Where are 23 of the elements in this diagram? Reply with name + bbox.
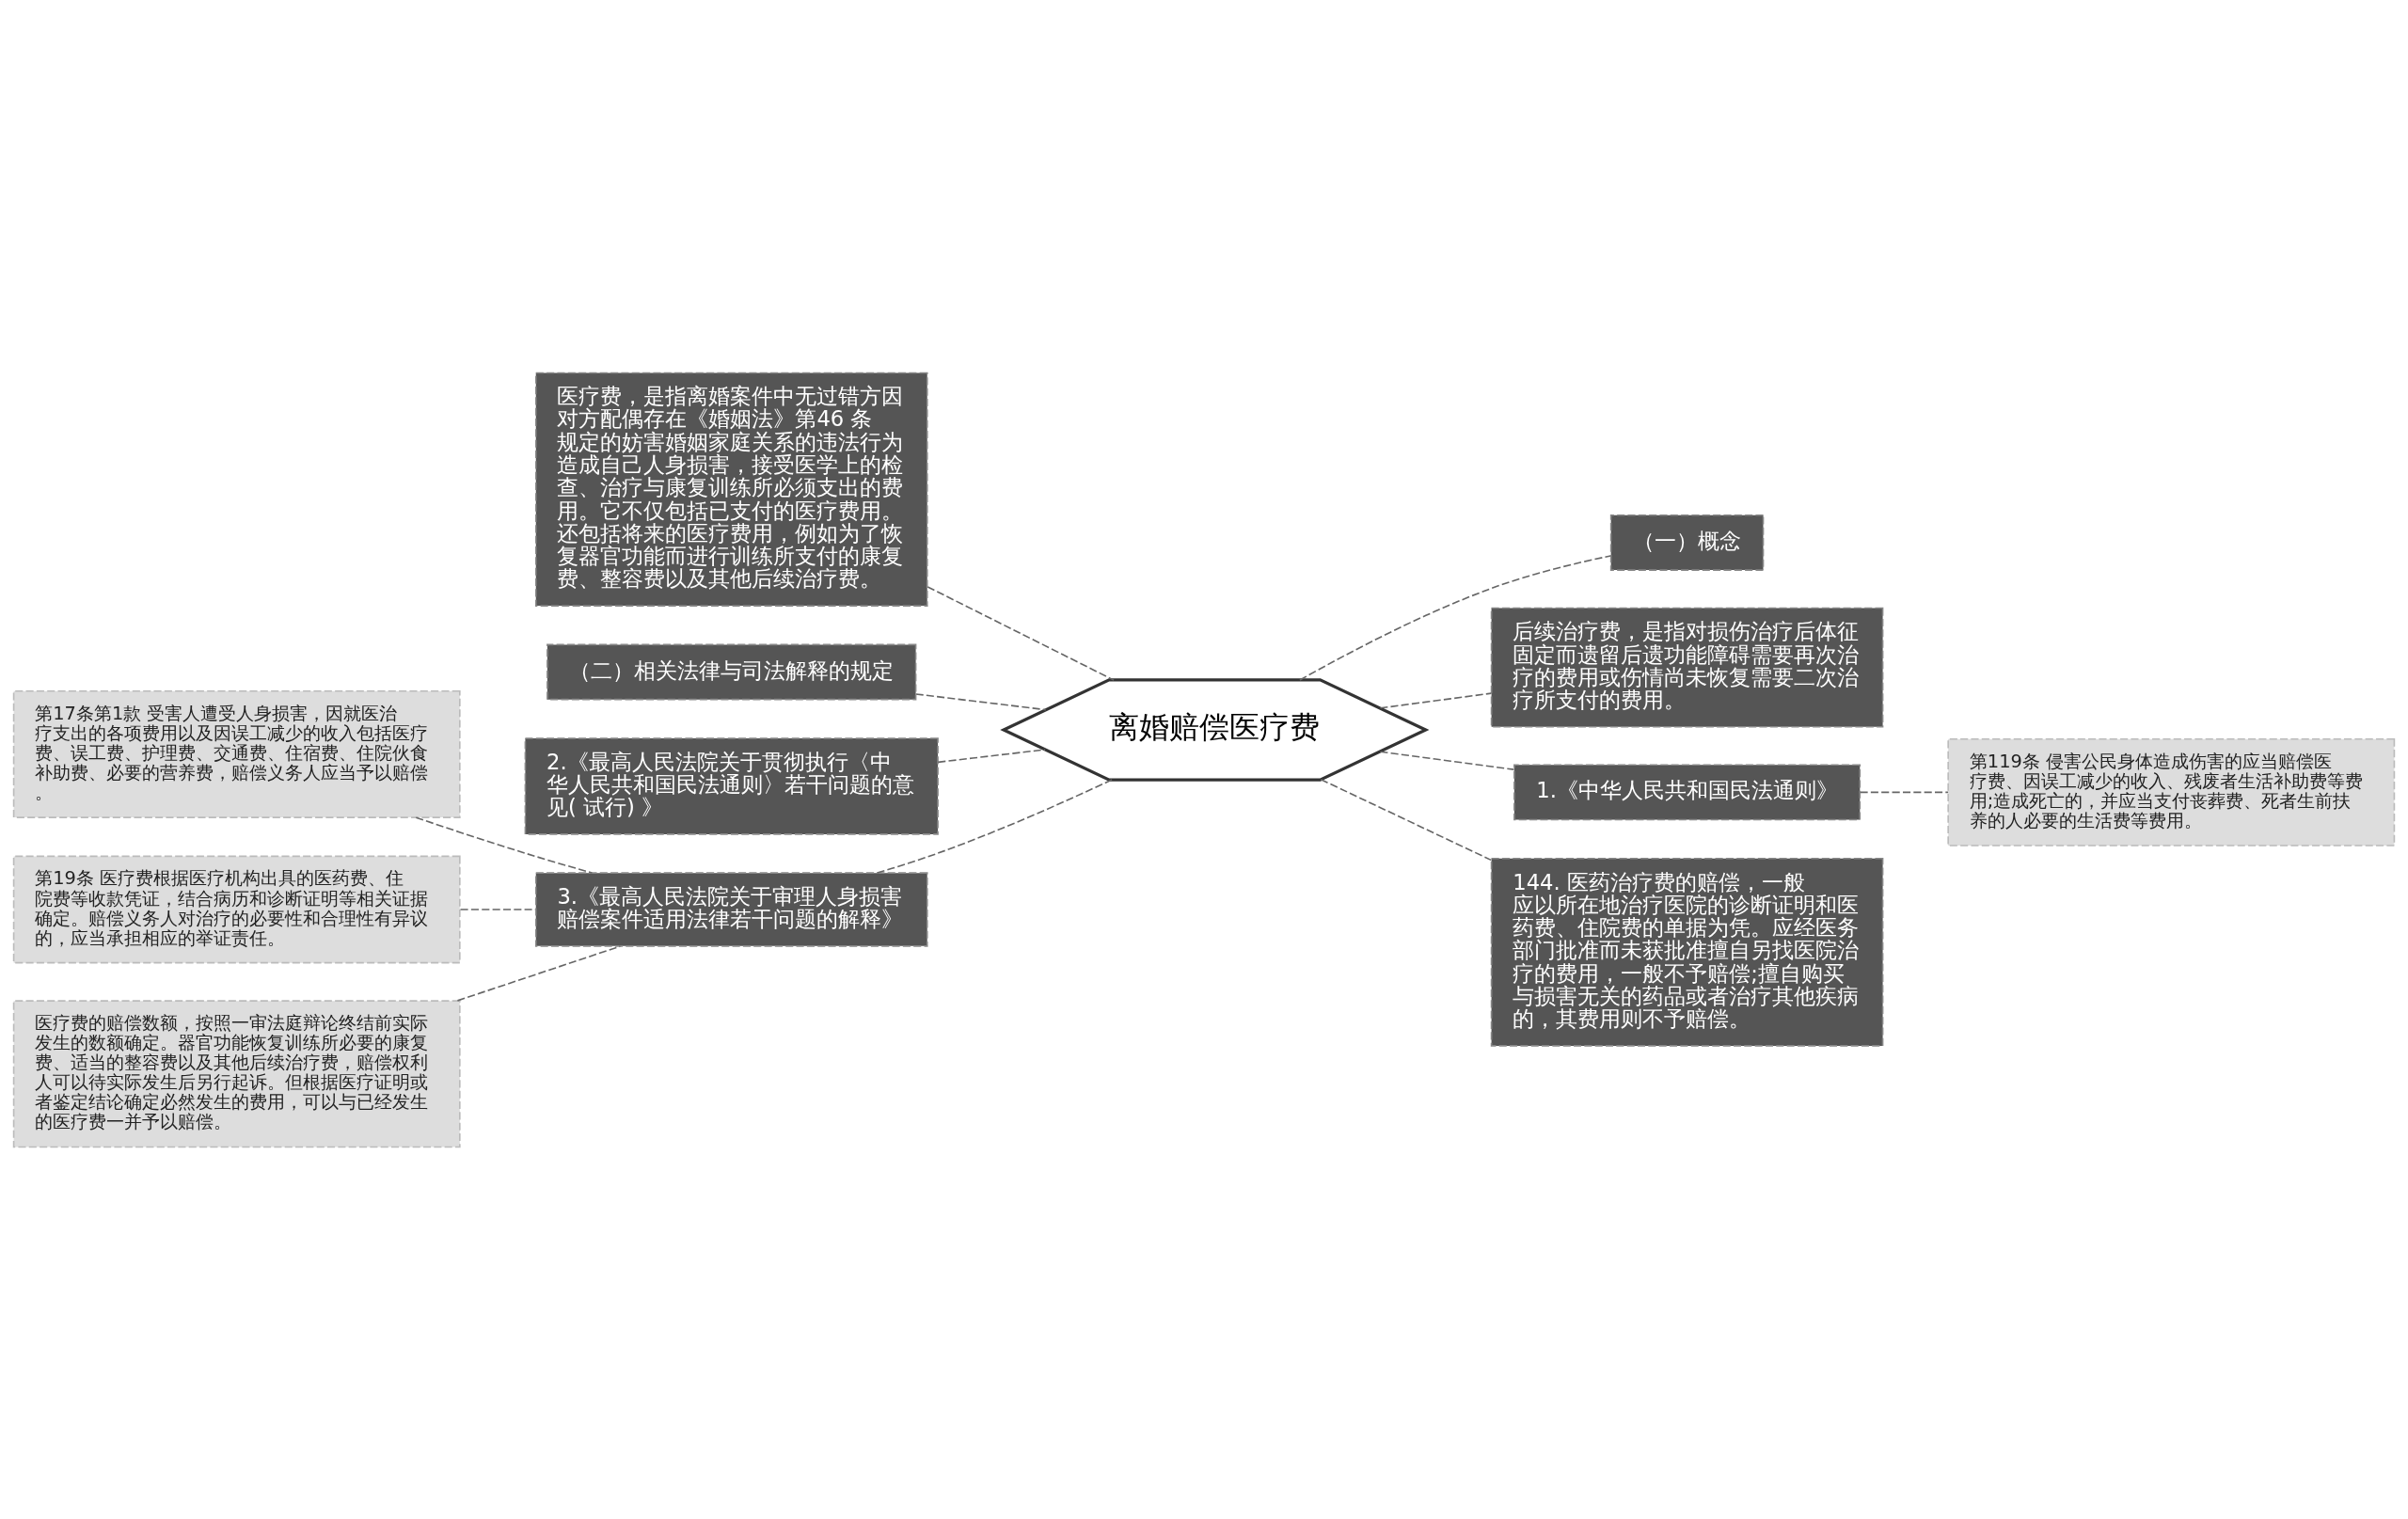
node-box: 第17条第1款 受害人遭受人身损害，因就医治疗支出的各项费用以及因误工减少的收入包括医疗费、误工费、护理费、交通费、住宿费、住院伙食补助费、必要的营养费，赔偿义务人应当予以赔偿。 bbox=[12, 689, 461, 818]
connector bbox=[1320, 778, 1492, 861]
connector bbox=[927, 585, 1115, 681]
node-box: 2.《最高人民法院关于贯彻执行〈中华人民共和国民法通则〉若干问题的意见( 试行) 》 bbox=[524, 736, 939, 835]
node-box: 医疗费的赔偿数额，按照一审法庭辩论终结前实际发生的数额确定。器官功能恢复训练所必要的康复费、适当的整容费以及其他后续治疗费，赔偿权利人可以待实际发生后另行起诉。但根据医疗证明或者鉴定结论确定必然发生的费用，可以与已经发生的医疗费一并予以赔偿。 bbox=[12, 999, 461, 1147]
connector bbox=[415, 815, 594, 874]
node-box: 1.《中华人民共和国民法通则》 bbox=[1513, 763, 1861, 820]
connector bbox=[1299, 554, 1612, 681]
node-box: 后续治疗费，是指对损伤治疗后体征固定而遗留后遗功能障碍需要再次治疗的费用或伤情尚未恢复需要二次治疗所支付的费用。 bbox=[1490, 607, 1884, 728]
node-box: （二）相关法律与司法解释的规定 bbox=[547, 643, 917, 700]
connector bbox=[456, 944, 622, 1002]
node-box: 3.《最高人民法院关于审理人身损害赔偿案件适用法律若干问题的解释》 bbox=[534, 871, 928, 947]
node-box: 第19条 医疗费根据医疗机构出具的医药费、住院费等收款凭证，结合病历和诊断证明等相关证据确定。赔偿义务人对治疗的必要性和合理性有异议的，应当承担相应的举证责任。 bbox=[12, 855, 461, 963]
connector bbox=[1379, 691, 1493, 709]
connector bbox=[914, 692, 1047, 710]
connector bbox=[1379, 750, 1515, 770]
connector bbox=[876, 778, 1114, 874]
node-box: 第119条 侵害公民身体造成伤害的应当赔偿医疗费、因误工减少的收入、残废者生活补助费等费用;造成死亡的，并应当支付丧葬费、死者生前扶养的人必要的生活费等费用。 bbox=[1947, 737, 2396, 847]
connector bbox=[937, 748, 1046, 763]
node-box: 144. 医药治疗费的赔偿，一般应以所在地治疗医院的诊断证明和医药费、住院费的单据为凭。应经医务部门批准而未获批准擅自另找医院治疗的费用，一般不予赔偿;擅自购买与损害无关的药品或者治疗其他疾病的，其费用则不予赔偿。 bbox=[1490, 857, 1884, 1047]
node-box: 医疗费，是指离婚案件中无过错方因对方配偶存在《婚姻法》第46 条规定的妨害婚姻家庭关系的违法行为造成自己人身损害，接受医学上的检查、治疗与康复训练所必须支出的费用。它不仅包括已支付的医疗费用。还包括将来的医疗费用，例如为了恢复器官功能而进行训练所支付的康复费、整容费以及其他后续治疗费。 bbox=[534, 372, 928, 607]
connector bbox=[1859, 791, 1949, 793]
node-box: （一）概念 bbox=[1609, 514, 1765, 571]
